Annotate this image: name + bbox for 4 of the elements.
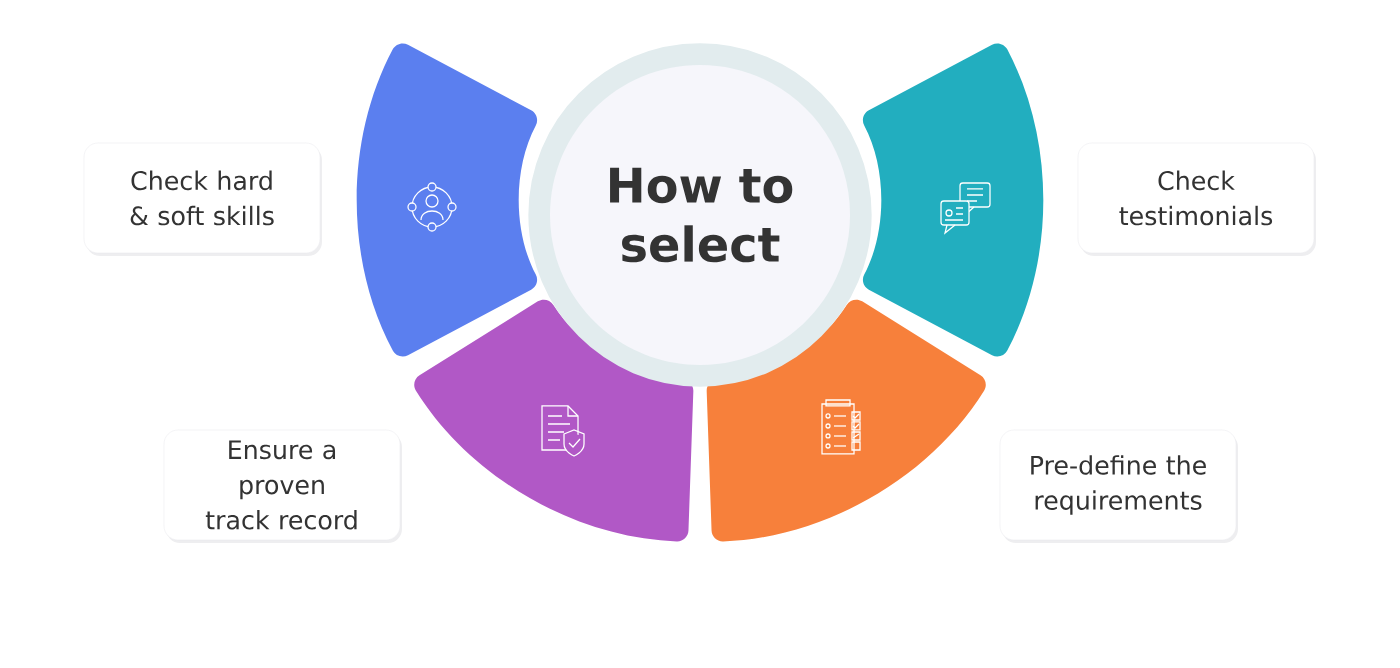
- text-card: Check hard & soft skills: [83, 142, 321, 254]
- text-card: Ensure a proven track record: [163, 429, 401, 541]
- text-card: Check testimonials: [1077, 142, 1315, 254]
- text-card: Pre-define the requirements: [999, 429, 1237, 541]
